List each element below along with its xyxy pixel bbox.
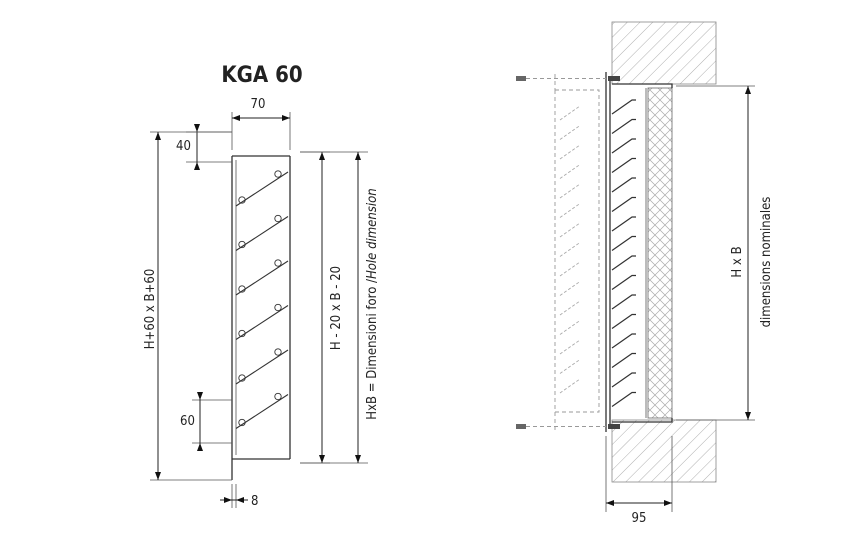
dim-label-hole-italic: Hole dimension: [365, 188, 380, 279]
dashed-blade: [559, 300, 581, 316]
louver-slat: [235, 216, 289, 251]
frame-collar: [612, 83, 673, 423]
louver-pin: [274, 259, 282, 267]
section-blade: [611, 196, 636, 212]
dashed-blade: [559, 242, 581, 257]
grille-section-installed: [605, 72, 673, 432]
dim-label-8: 8: [251, 494, 258, 509]
louver-pin: [274, 214, 282, 223]
section-blade: [611, 255, 636, 271]
dimension-thickness: 8: [220, 484, 258, 509]
dashed-blade: [559, 339, 581, 355]
section-blade: [611, 216, 636, 232]
wall-bottom: [611, 419, 717, 483]
dimension-overall-height: H+60 x B+60: [143, 131, 232, 481]
section-blade: [611, 157, 636, 173]
section-blade: [611, 391, 636, 407]
dashed-blade: [559, 203, 581, 218]
dim-label-inner: H - 20 x B - 20: [329, 266, 344, 350]
section-blade: [611, 177, 636, 193]
section-blade: [611, 274, 636, 290]
louver-pin: [274, 392, 282, 401]
product-title: KGA 60: [221, 63, 302, 88]
section-blade: [611, 313, 636, 329]
dim-label-hole: HxB = Dimensioni foro /Hole dimension: [365, 188, 380, 419]
dashed-blade: [559, 320, 581, 335]
louver-pin: [238, 374, 246, 382]
section-blade: [611, 138, 636, 154]
dim-label-95: 95: [632, 511, 647, 526]
dim-label-nominal: dimensions nominales: [759, 197, 774, 328]
dashed-blade: [559, 183, 581, 199]
dashed-blade: [559, 378, 581, 394]
dashed-blade: [559, 105, 581, 121]
dashed-outline: [554, 89, 600, 413]
dashed-blade: [559, 125, 581, 140]
dashed-blade: [559, 261, 581, 277]
screw-bottom-dashed-head: [516, 424, 526, 429]
dimension-inner: H - 20 x B - 20: [300, 151, 344, 464]
louver-pin: [274, 170, 282, 178]
dimension-bottom-offset: 60: [180, 392, 232, 451]
louver-slat: [235, 260, 289, 296]
dimension-hole: HxB = Dimensioni foro /Hole dimension: [300, 151, 380, 464]
dim-label-hole-text: HxB = Dimensioni foro /: [365, 279, 380, 420]
dimension-width-top: 70: [231, 97, 291, 150]
screw-top-dashed-head: [516, 76, 526, 81]
louver-slat: [235, 394, 289, 429]
section-blade: [611, 294, 636, 310]
dim-label-hb: H x B: [730, 246, 745, 277]
dim-label-40: 40: [176, 139, 191, 154]
dim-label-70: 70: [251, 97, 266, 112]
dashed-blade: [559, 164, 581, 179]
louver-group-section: [611, 99, 636, 407]
louver-pin: [238, 329, 246, 338]
louver-pin: [274, 303, 282, 312]
louver-group: [235, 170, 289, 429]
section-blade: [611, 235, 636, 251]
section-blade: [611, 118, 636, 134]
dimension-top-offset: 40: [176, 124, 232, 170]
louver-slat: [235, 305, 289, 340]
louver-pin: [274, 348, 282, 356]
screw-top: [516, 76, 620, 81]
dashed-blade: [559, 222, 581, 238]
dimension-nominal: H x B dimensions nominales: [676, 85, 774, 421]
section-blade: [611, 372, 636, 388]
dimension-depth: 95: [605, 436, 673, 526]
dashed-blade: [559, 144, 581, 160]
louver-slat: [235, 171, 289, 207]
louver-pin: [238, 240, 246, 249]
dashed-blade: [559, 359, 581, 374]
section-blade: [611, 99, 636, 115]
screw-bottom-head: [608, 424, 620, 429]
louver-pin: [238, 285, 246, 293]
insulation-core: [647, 87, 673, 419]
screw-bottom: [516, 424, 620, 429]
dim-label-60: 60: [180, 414, 195, 429]
wall-section: [611, 21, 717, 483]
louver-slat: [235, 349, 289, 385]
screw-top-head: [608, 76, 620, 81]
wall-top: [611, 21, 717, 85]
dashed-blade: [559, 281, 581, 296]
louver-pin: [238, 196, 246, 204]
grille-front-view: [231, 155, 291, 480]
section-blade: [611, 333, 636, 349]
grille-section-dashed: [554, 74, 600, 430]
dim-label-overall: H+60 x B+60: [143, 269, 158, 350]
section-blade: [611, 352, 636, 368]
louver-group-dashed: [559, 105, 581, 394]
louver-pin: [238, 418, 246, 427]
